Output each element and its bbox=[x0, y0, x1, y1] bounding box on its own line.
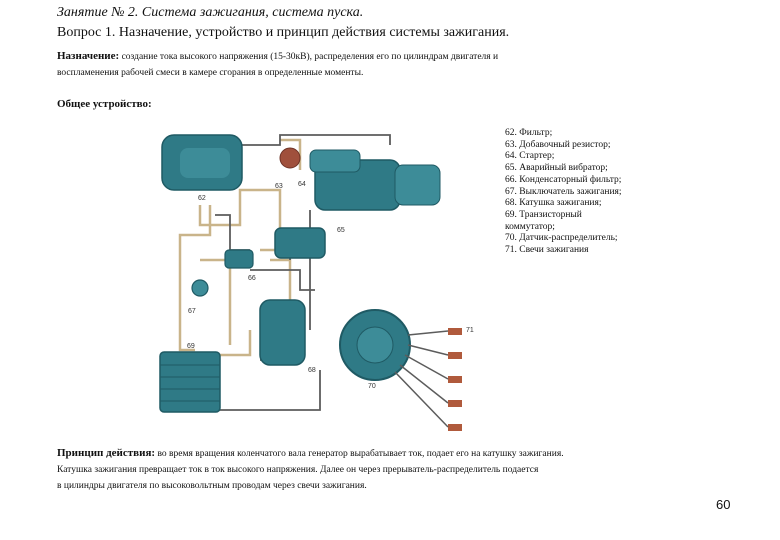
ignition-coil-68-device: 68 bbox=[259, 299, 316, 374]
question-title: Вопрос 1. Назначение, устройство и принц… bbox=[57, 25, 510, 40]
legend-item: 62. Фильтр; bbox=[505, 128, 553, 138]
general-heading: Общее устройство: bbox=[57, 98, 152, 110]
legend-item: 67. Выключатель зажигания; bbox=[505, 186, 622, 197]
purpose-text-line2: воспламенения рабочей смеси в камере сго… bbox=[57, 68, 364, 78]
wiring-beige bbox=[178, 138, 305, 357]
spark-plugs-71-device: 71 bbox=[394, 327, 474, 431]
label-71: 71 bbox=[466, 327, 474, 334]
legend-item: 65. Аварийный вибратор; bbox=[505, 163, 608, 174]
purpose-text-line1: создание тока высокого напряжения (15-30… bbox=[121, 52, 499, 62]
label-69: 69 bbox=[187, 343, 195, 350]
starter-64-device: 64 bbox=[298, 149, 441, 211]
label-64: 64 bbox=[298, 181, 306, 188]
label-67: 67 bbox=[188, 308, 196, 315]
resistor-63-device: 63 bbox=[275, 147, 301, 190]
label-68: 68 bbox=[308, 367, 316, 374]
purpose-label: Назначение: bbox=[57, 50, 120, 62]
principle-text-line2: Катушка зажигания превращает ток в ток в… bbox=[57, 465, 539, 475]
vibrator-65-device: 65 bbox=[274, 227, 345, 259]
label-70: 70 bbox=[368, 383, 376, 390]
transistor-switch-69-device: 69 bbox=[159, 343, 221, 413]
ignition-switch-67-device: 67 bbox=[188, 279, 209, 315]
legend-item: 70. Датчик-распределитель; bbox=[505, 233, 618, 244]
lesson-title: Занятие № 2. Система зажигания, система … bbox=[57, 5, 364, 20]
legend-item: 63. Добавочный резистор; bbox=[505, 139, 611, 150]
ignition-system-diagram: 62 63 64 65 66 67 68 69 bbox=[159, 134, 474, 431]
principle-text-line3: в цилиндры двигателя по высоковольтным п… bbox=[57, 481, 367, 491]
legend-item: коммутатор; bbox=[505, 221, 555, 232]
label-63: 63 bbox=[275, 183, 283, 190]
filter-62-device: 62 bbox=[161, 134, 243, 202]
label-62: 62 bbox=[198, 195, 206, 202]
legend-item: 69. Транзисторный bbox=[505, 209, 582, 220]
page-number: 60 bbox=[716, 497, 731, 512]
principle-text-line1: во время вращения коленчатого вала генер… bbox=[157, 449, 564, 459]
label-66: 66 bbox=[248, 275, 256, 282]
capacitor-filter-66-device: 66 bbox=[224, 249, 256, 282]
legend-item: 66. Конденсаторный фильтр; bbox=[505, 174, 622, 185]
principle-paragraph: Принцип действия: во время вращения коле… bbox=[57, 445, 564, 494]
legend-list: 62. Фильтр; 63. Добавочный резистор; 64.… bbox=[505, 128, 675, 257]
distributor-70-device: 70 bbox=[339, 309, 411, 390]
legend-item: 68. Катушка зажигания; bbox=[505, 198, 602, 209]
legend-item: 64. Стартер; bbox=[505, 151, 555, 162]
legend-item: 71. Свечи зажигания bbox=[505, 245, 589, 256]
principle-label: Принцип действия: bbox=[57, 447, 156, 459]
label-65: 65 bbox=[337, 227, 345, 234]
purpose-paragraph: Назначение: создание тока высокого напря… bbox=[57, 48, 498, 81]
